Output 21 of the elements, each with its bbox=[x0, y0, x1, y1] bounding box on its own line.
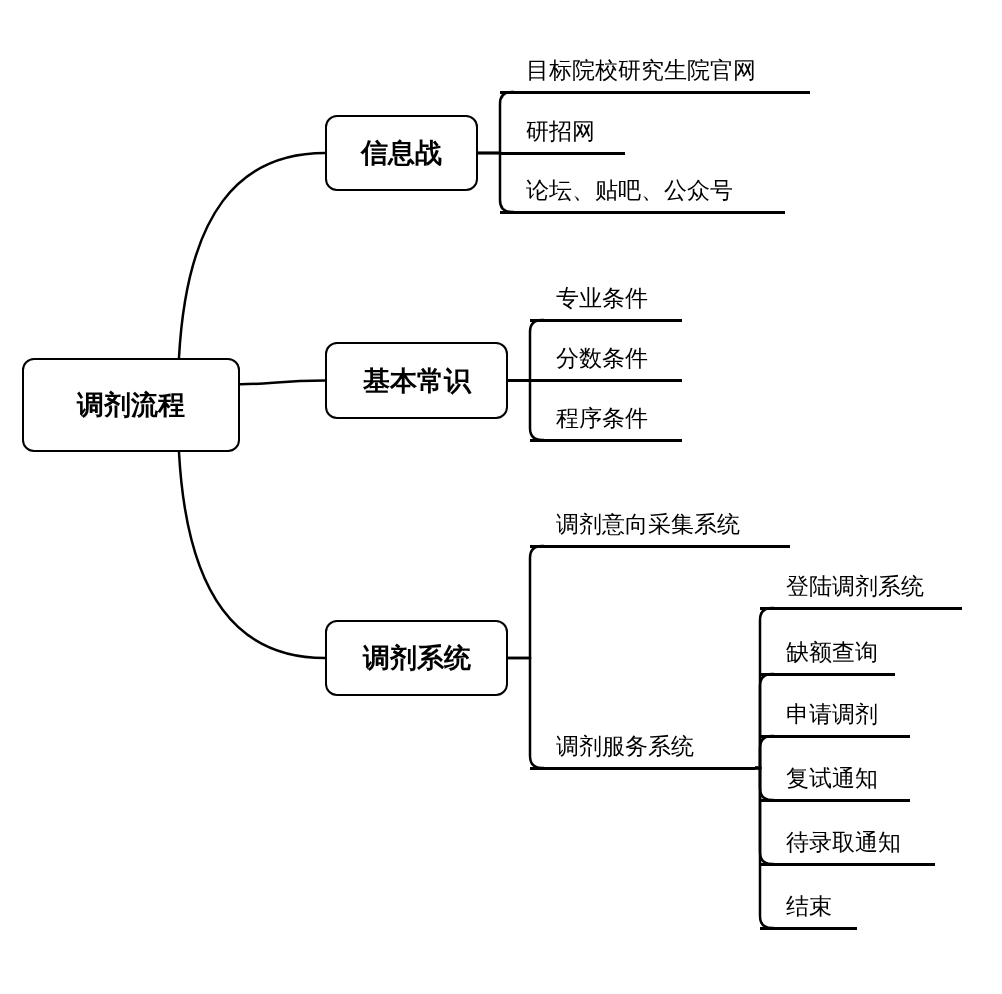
underlined-label: 目标院校研究生院官网 bbox=[500, 49, 810, 94]
underlined-label: 结束 bbox=[760, 885, 857, 930]
topic-box: 调剂系统 bbox=[325, 620, 508, 696]
underlined-label: 研招网 bbox=[500, 110, 625, 155]
underlined-label: 论坛、贴吧、公众号 bbox=[500, 169, 785, 214]
underlined-label: 调剂意向采集系统 bbox=[530, 503, 790, 548]
underlined-label: 复试通知 bbox=[760, 757, 910, 802]
underlined-label: 程序条件 bbox=[530, 397, 682, 442]
underlined-label: 申请调剂 bbox=[760, 693, 910, 738]
underlined-label: 专业条件 bbox=[530, 277, 682, 322]
topic-box: 基本常识 bbox=[325, 342, 508, 419]
central-topic-box: 调剂流程 bbox=[22, 358, 240, 452]
topic-box: 信息战 bbox=[325, 115, 478, 191]
connector-line bbox=[240, 379, 325, 386]
underlined-label: 待录取通知 bbox=[760, 821, 935, 866]
connector-line bbox=[177, 451, 326, 660]
underlined-label: 登陆调剂系统 bbox=[760, 565, 962, 610]
connector-line bbox=[177, 151, 326, 359]
underlined-label: 分数条件 bbox=[530, 337, 682, 382]
underlined-label: 缺额查询 bbox=[760, 631, 895, 676]
underlined-label: 调剂服务系统 bbox=[530, 725, 755, 770]
